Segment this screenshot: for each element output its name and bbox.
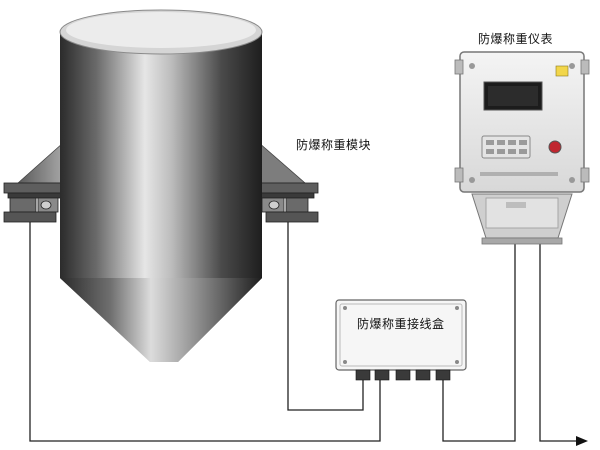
label-explosion-proof-instrument: 防爆称重仪表 <box>478 32 554 46</box>
label-explosion-proof-module: 防爆称重模块 <box>296 138 372 152</box>
junction-box <box>335 299 467 381</box>
weighing-instrument <box>454 51 590 245</box>
wiring <box>29 222 578 442</box>
ex-warning-badge <box>555 65 569 77</box>
label-explosion-proof-junction-box: 防爆称重接线盒 <box>357 317 445 331</box>
right-weighing-module <box>249 182 319 223</box>
output-arrow-icon <box>576 436 588 446</box>
wire-right-module <box>287 222 364 411</box>
wire-box-to-instrument <box>442 243 516 442</box>
storage-tank <box>59 9 263 362</box>
wire-left-module <box>29 222 381 442</box>
instrument-red-button <box>548 140 562 154</box>
cable-glands <box>355 369 451 381</box>
instrument-keypad <box>481 135 531 159</box>
wire-output <box>539 243 578 442</box>
